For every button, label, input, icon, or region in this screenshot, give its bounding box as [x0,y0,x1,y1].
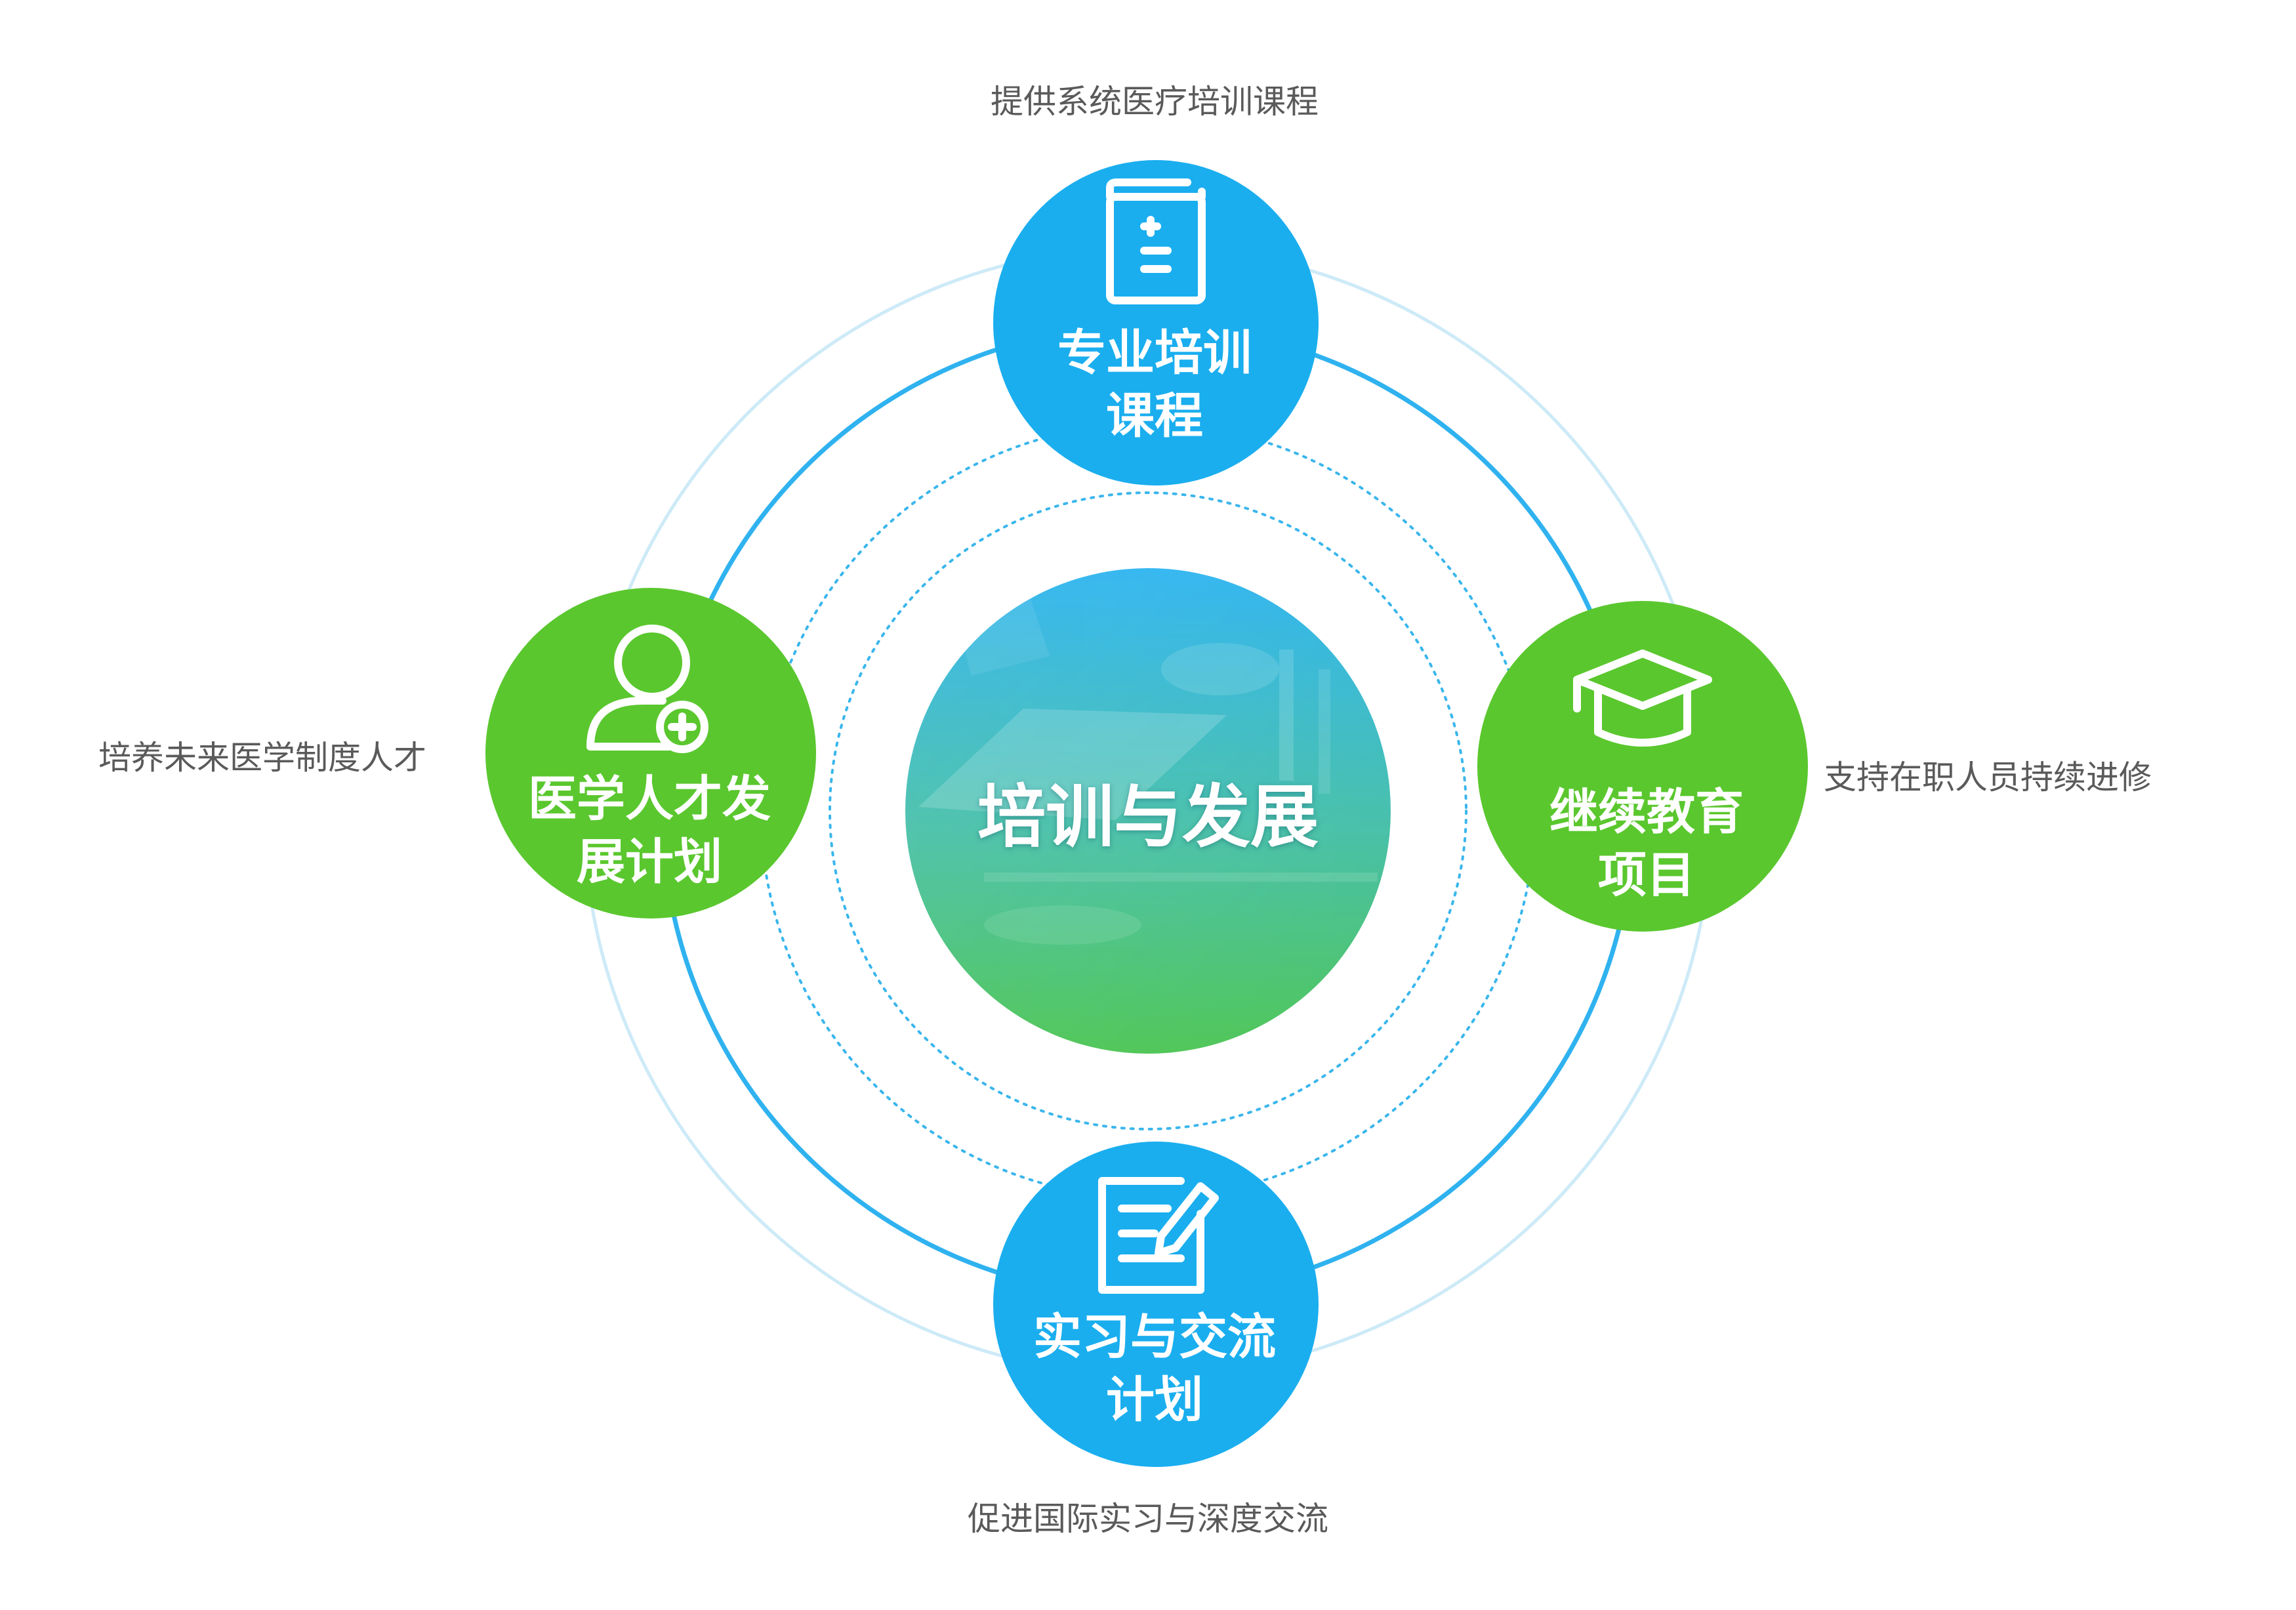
node-left-label-line-1: 医学人才发 [528,771,771,827]
caption-left: 培养未来医学制度人才 [98,739,426,777]
node-left-label-line-2: 展计划 [577,834,722,890]
node-left-label: 医学人才发 展计划 [485,768,813,894]
caption-right: 支持在职人员持续进修 [1824,758,2152,796]
node-top-label-line-2: 课程 [1106,388,1203,444]
medical-book-icon [1106,178,1206,304]
node-bottom-label-line-2: 计划 [1106,1372,1203,1428]
node-left [485,588,816,919]
node-top-label: 专业培训 课程 [991,321,1319,447]
node-top [993,160,1319,485]
node-bottom [993,1142,1319,1467]
node-right [1477,601,1808,932]
edit-document-icon [1098,1177,1219,1294]
caption-bottom: 促进国际实习与深度交流 [968,1500,1328,1538]
node-right-label-line-1: 继续教育 [1549,784,1744,840]
node-right-label-line-2: 项目 [1598,847,1695,903]
node-right-label: 继续教育 项目 [1483,781,1811,907]
center-circle [905,568,1391,1054]
caption-top: 提供系统医疗培训课程 [991,83,1319,121]
center-title: 培训与发展 [977,777,1319,857]
node-bottom-label: 实习与交流 计划 [991,1306,1319,1432]
add-user-icon [586,625,708,753]
dotted-ring-inner [829,491,1467,1130]
graduation-cap-icon [1573,650,1712,747]
center-photo-overlay [905,568,1391,1054]
node-bottom-label-line-1: 实习与交流 [1033,1309,1276,1365]
node-top-label-line-1: 专业培训 [1057,325,1252,381]
